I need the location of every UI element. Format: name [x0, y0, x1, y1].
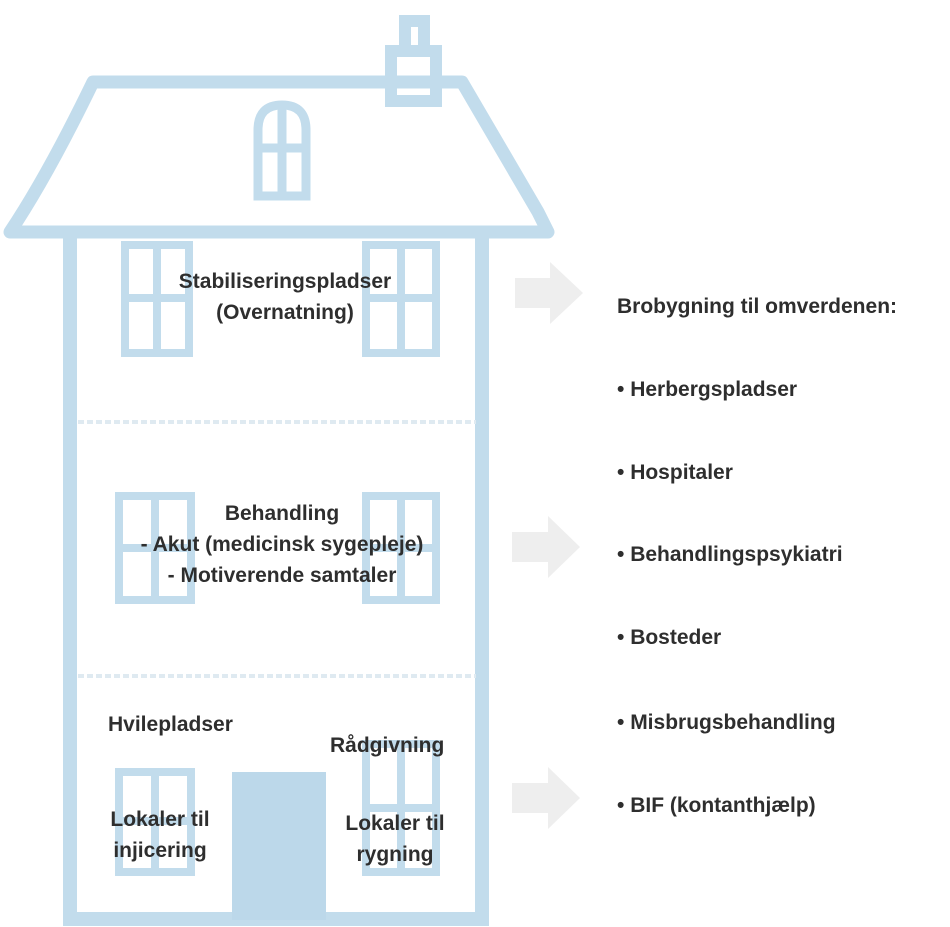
top-floor-line1: Stabiliseringspladser	[178, 270, 392, 293]
middle-floor-line3: - Motiverende samtaler	[167, 564, 397, 587]
top-floor-label: Stabiliseringspladser (Overnatning)	[150, 266, 420, 328]
middle-floor-label: Behandling - Akut (medicinsk sygepleje) …	[122, 498, 442, 591]
window-top-left	[121, 241, 193, 357]
counsel-label: Rådgivning	[330, 734, 445, 757]
chimney	[385, 15, 442, 107]
smoking-label: Lokaler til rygning	[325, 808, 465, 870]
smoking-line1: Lokaler til	[345, 812, 445, 835]
window-top-right	[362, 241, 440, 357]
window-ground-right	[362, 740, 440, 876]
bridge-item: Bosteder	[617, 622, 721, 653]
bridge-item: Behandlingspsykiatri	[617, 539, 842, 570]
bridge-item: Herbergspladser	[617, 374, 797, 405]
bridge-heading: Brobygning til omverdenen:	[617, 295, 898, 318]
top-floor-line2: (Overnatning)	[216, 301, 354, 324]
bridge-item: BIF (kontanthjælp)	[617, 790, 815, 821]
smoking-line2: rygning	[356, 843, 434, 866]
middle-floor-line2: - Akut (medicinsk sygepleje)	[140, 533, 424, 556]
rest-label: Hvilepladser	[108, 713, 233, 736]
arrow-icon-middle	[512, 516, 580, 578]
window-middle-left	[115, 492, 195, 604]
middle-floor-line1: Behandling	[224, 502, 340, 525]
roof	[3, 75, 555, 239]
injection-label: Lokaler til injicering	[90, 804, 230, 866]
bridge-item: Hospitaler	[617, 457, 733, 488]
injection-line1: Lokaler til	[110, 808, 210, 831]
window-ground-left	[115, 768, 195, 876]
attic-window	[253, 100, 311, 201]
window-middle-right	[362, 492, 440, 604]
arrow-icon-bottom	[512, 767, 580, 829]
injection-line2: injicering	[113, 839, 207, 862]
arrow-icon-top	[515, 262, 583, 324]
bridge-item: Misbrugsbehandling	[617, 707, 835, 738]
door	[232, 772, 326, 920]
